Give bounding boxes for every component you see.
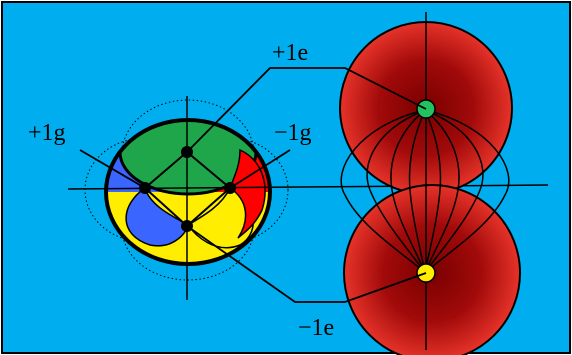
field-lines: [340, 109, 510, 273]
ring-diagonal-2: [186, 151, 231, 189]
ring-horizontal-axis: [67, 186, 301, 190]
label-minus-1e: −1e: [298, 315, 334, 341]
leader-minus-e: [186, 225, 427, 303]
ring-diagonal-1: [144, 151, 188, 189]
leader-minus-g: [229, 149, 291, 189]
leader-plus-e: [186, 67, 427, 153]
label-plus-1g: +1g: [28, 120, 66, 146]
ring-outline: [104, 118, 272, 266]
leader-plus-g: [79, 149, 146, 189]
inner-blue-lens: [125, 186, 189, 247]
ring-diagonal-3: [144, 187, 188, 227]
label-plus-1e: +1e: [272, 40, 308, 66]
leader-lines: [79, 67, 427, 303]
ring-diagonal-4: [186, 187, 231, 227]
label-minus-1g: −1g: [274, 120, 312, 146]
